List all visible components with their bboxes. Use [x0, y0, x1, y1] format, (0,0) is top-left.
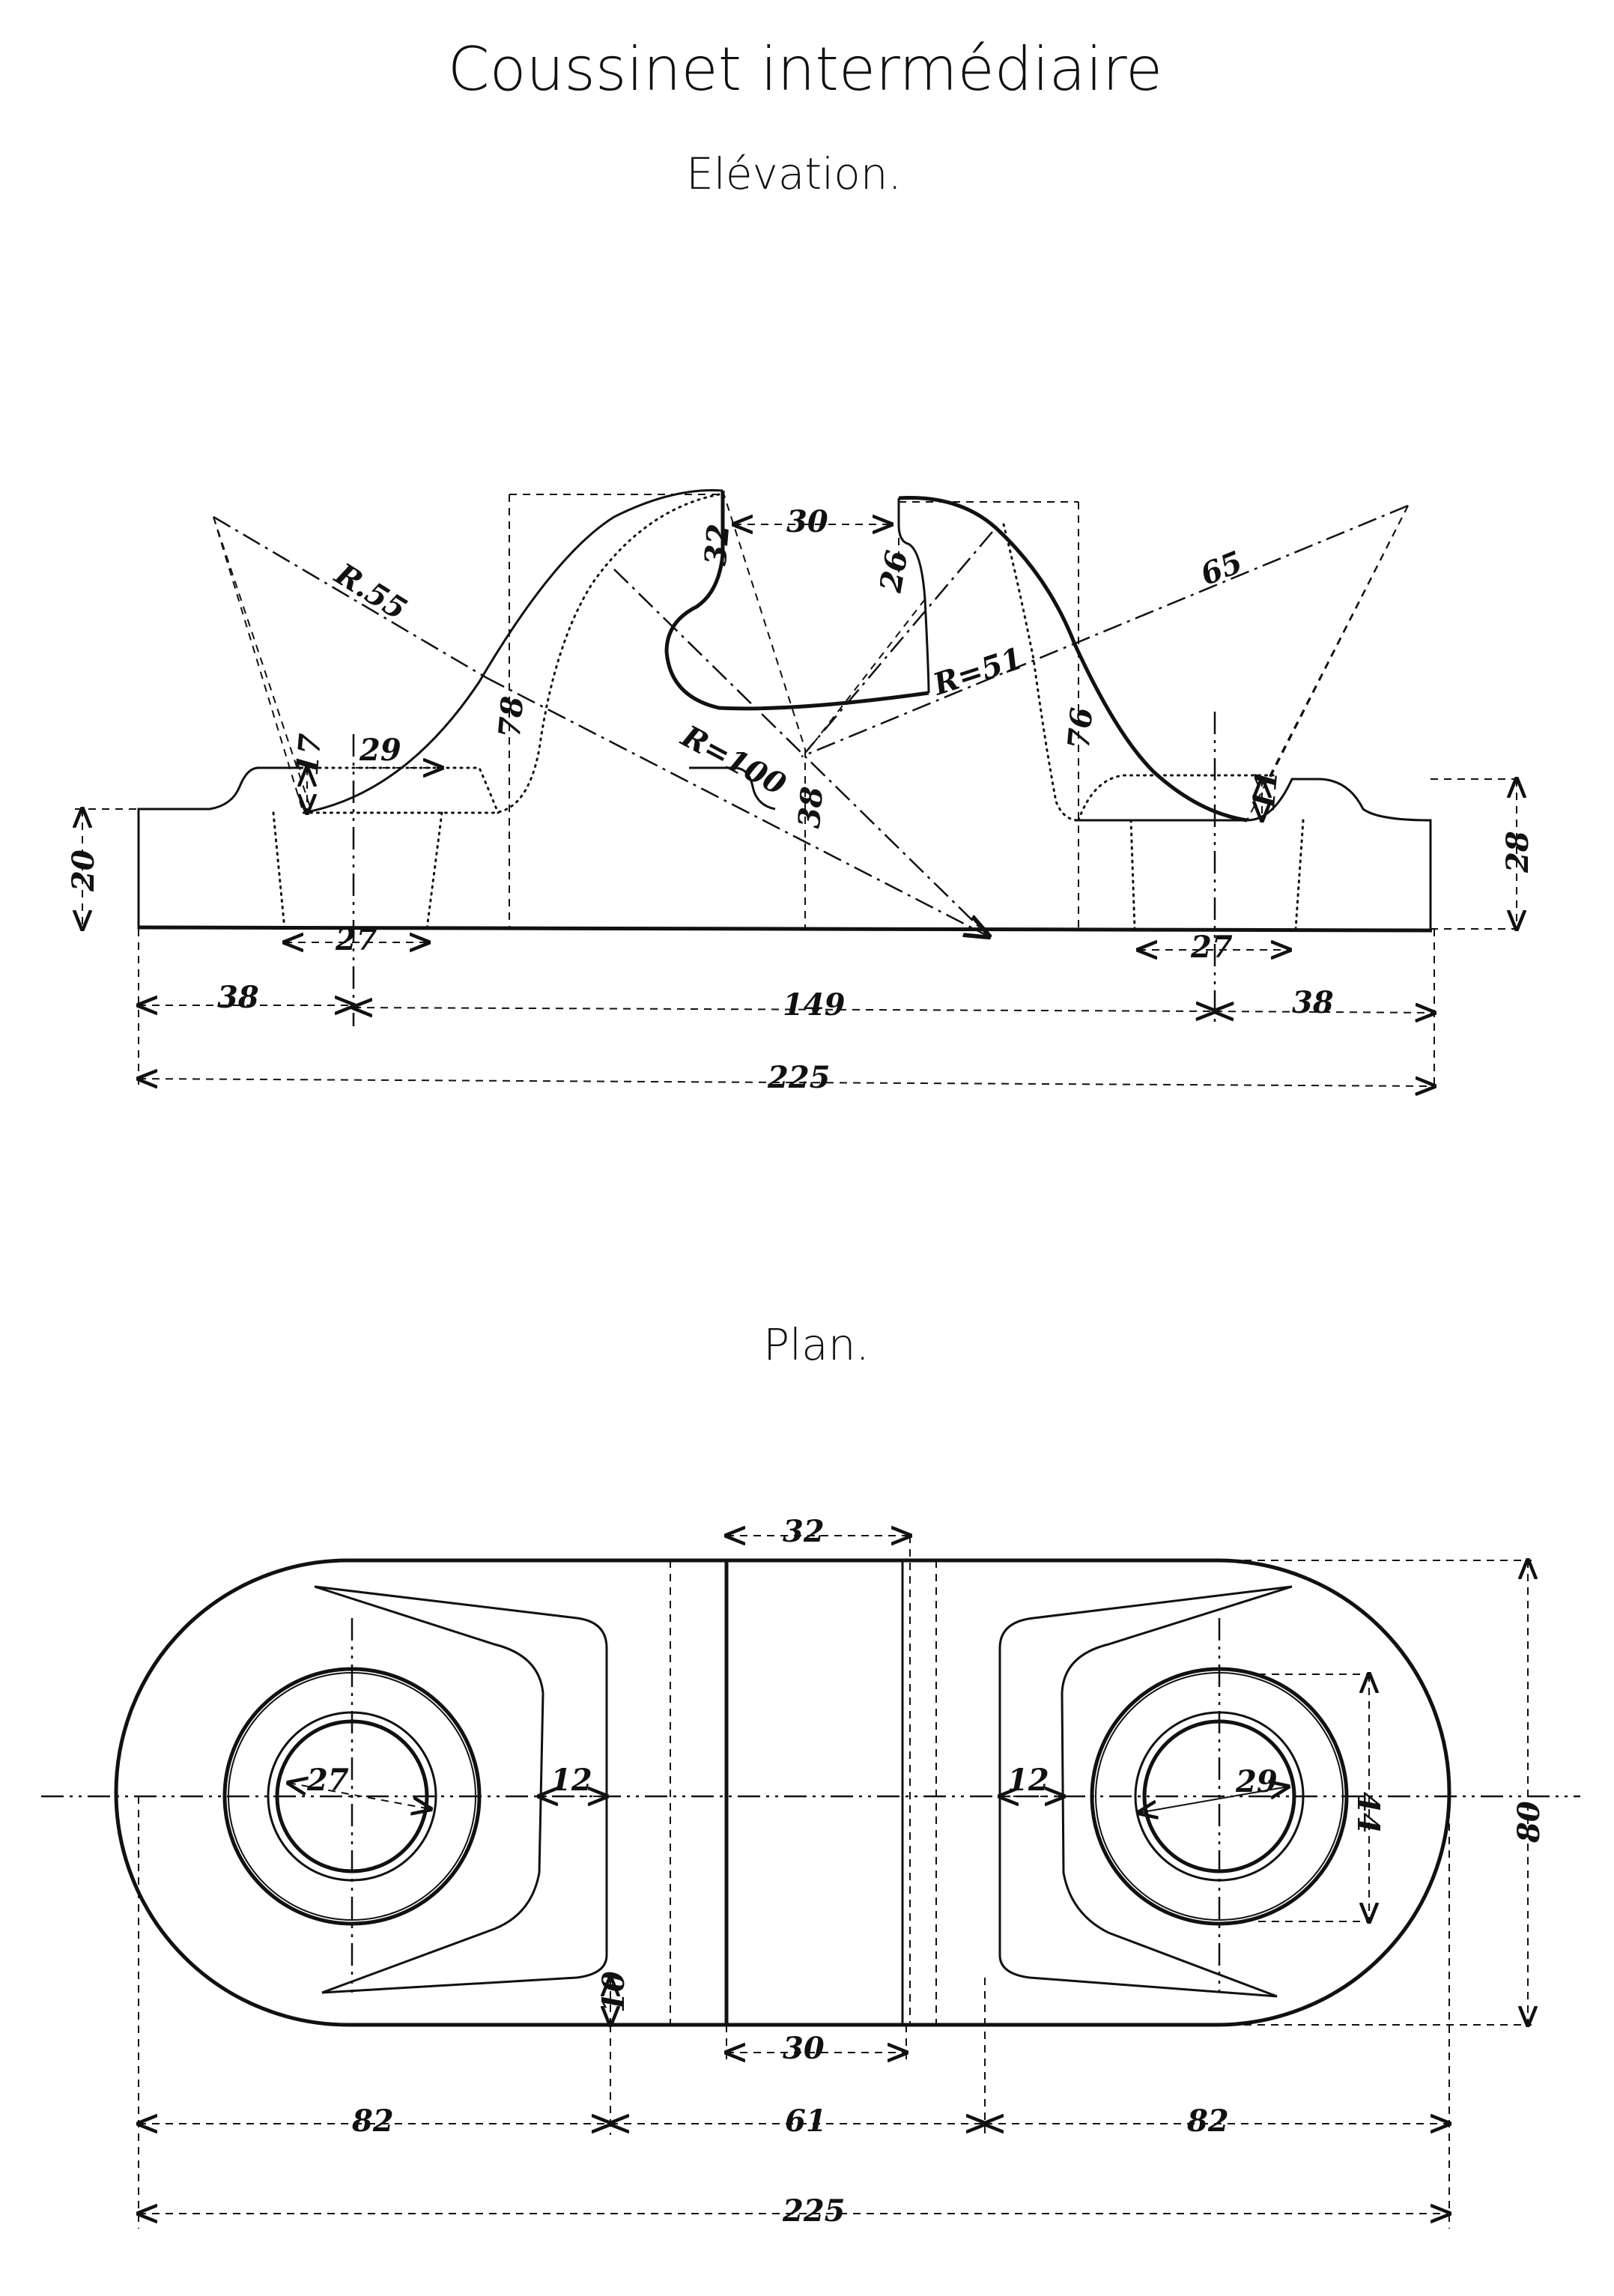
- r65-tri-2: [1246, 505, 1409, 821]
- plan-label-12-left: 12: [550, 1763, 592, 1798]
- label-11: 11: [1246, 769, 1285, 814]
- plan-label-12-right: 12: [1007, 1763, 1049, 1798]
- plan-label-10: 10: [596, 1971, 631, 2013]
- plan-label-61: 61: [785, 2103, 827, 2139]
- r51-dash: [808, 599, 926, 750]
- left-cheek-plan: [314, 1585, 608, 1994]
- main-title: Coussinet intermédiaire: [448, 34, 1163, 104]
- right-cheek-plan: [998, 1585, 1293, 1998]
- plan-label-29: 29: [1235, 1764, 1278, 1799]
- plan-dim27-line: [288, 1783, 431, 1809]
- left-cheek-profile: [303, 488, 723, 814]
- groove-construction: [613, 569, 982, 930]
- label-30-top: 30: [786, 504, 828, 539]
- right-bolt-hole-hidden: [1129, 819, 1305, 930]
- label-17: 17: [290, 732, 329, 777]
- label-149: 149: [783, 987, 846, 1023]
- label-r51: R=51: [928, 640, 1027, 703]
- plan-label-80: 80: [1511, 1801, 1547, 1844]
- label-27-left: 27: [335, 922, 377, 957]
- left-cheek-hidden: [298, 493, 720, 814]
- label-38-vert: 38: [792, 785, 831, 830]
- label-225-elev: 225: [767, 1060, 831, 1095]
- plan-label-32: 32: [783, 1514, 825, 1549]
- dim38r-line: [1215, 1011, 1434, 1013]
- label-32-elev: 32: [698, 523, 737, 568]
- groove-right-edge: [897, 498, 930, 694]
- r65-line: [801, 504, 1409, 758]
- elevation-title: Elévation.: [686, 148, 902, 199]
- left-dotted-top: [257, 766, 500, 814]
- label-27-right: 27: [1190, 930, 1233, 965]
- plan-label-30: 30: [783, 2031, 825, 2066]
- r55-tri-1: [213, 516, 312, 810]
- r100-line: [486, 676, 989, 936]
- plan-title: Plan.: [763, 1319, 870, 1370]
- label-29-elev: 29: [359, 733, 401, 768]
- right-cheek-hidden: [1002, 523, 1080, 822]
- plan-label-82-left: 82: [351, 2103, 394, 2139]
- dim225-elev-line: [139, 1079, 1434, 1086]
- elevation-ground-line: [138, 925, 1433, 933]
- label-r100: R=100: [675, 718, 792, 803]
- plan-label-44: 44: [1350, 1792, 1386, 1834]
- label-76: 76: [1061, 706, 1100, 751]
- plan-label-225: 225: [782, 2193, 846, 2229]
- elevation-base-outline: [137, 766, 1432, 929]
- label-78: 78: [492, 695, 531, 740]
- label-r55: R.55: [328, 556, 413, 627]
- r55-tri-2: [213, 516, 304, 814]
- right-dotted-seat: [1077, 774, 1275, 822]
- label-26: 26: [873, 548, 915, 596]
- label-65: 65: [1195, 545, 1247, 593]
- label-38-left: 38: [217, 980, 259, 1015]
- r51-line: [804, 531, 993, 754]
- dim149-line: [354, 1008, 1215, 1011]
- label-20: 20: [66, 849, 101, 892]
- plan-label-27: 27: [306, 1763, 349, 1798]
- left-bolt-hole-hidden: [272, 811, 443, 930]
- plan-label-82-right: 82: [1186, 2103, 1229, 2139]
- plan-view: 32 30 27 29 12 12 44 80 10 82 61 82 225: [41, 1514, 1580, 2229]
- r55-line: [213, 515, 488, 679]
- groove-left-edge: [664, 491, 929, 711]
- label-38-right: 38: [1292, 985, 1334, 1020]
- plan-dim29-line: [1138, 1787, 1288, 1813]
- label-28: 28: [1500, 831, 1535, 873]
- right-cheek-profile: [898, 496, 1248, 823]
- elevation-view: R.55 R=100 R=51 65 30 32 26 78 76 38 17 …: [66, 488, 1535, 1095]
